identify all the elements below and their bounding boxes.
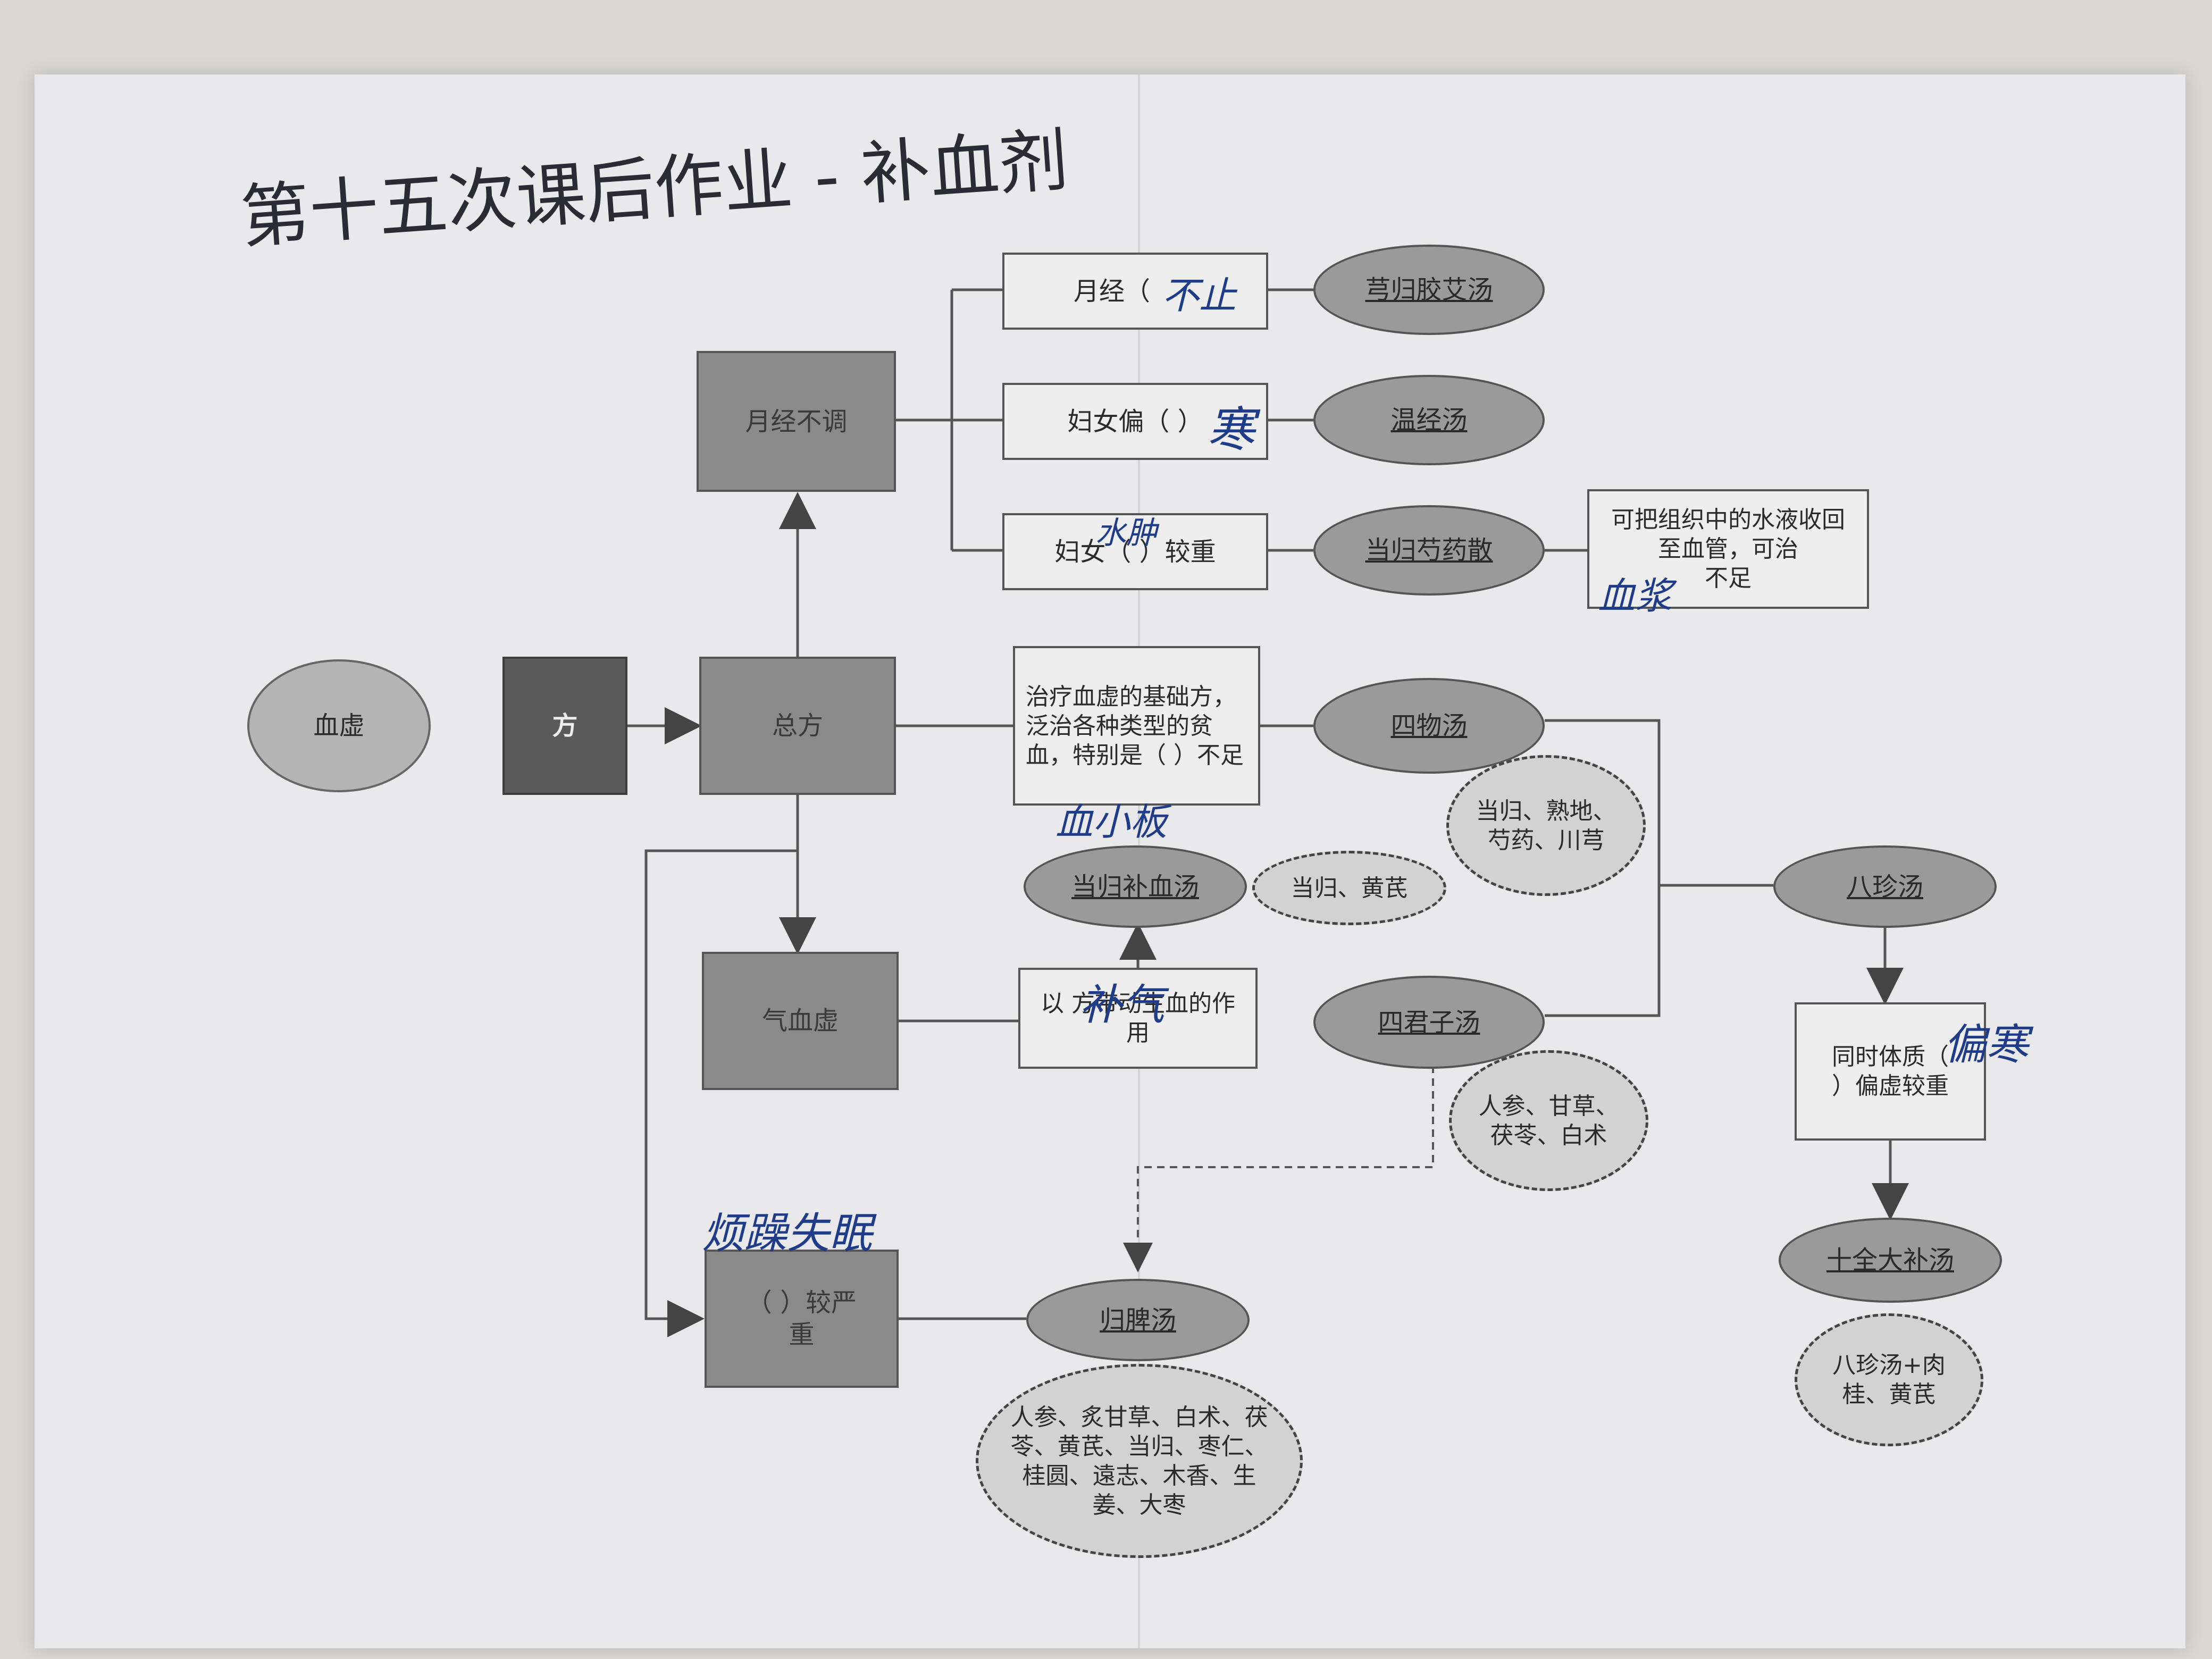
node-fang: 方 [502, 657, 627, 795]
hand-pianhan: 偏寒 [1943, 1020, 2029, 1069]
node-dangguishaoyao: 当归芍药散 [1313, 505, 1545, 596]
node-qixuexu-desc: 以 方带动生血的作用 [1018, 968, 1258, 1069]
hand-shuizhong: 水肿 [1095, 515, 1158, 551]
node-jiaochanzhong: （ ）较严 重 [705, 1250, 899, 1388]
hand-buqi: 补气 [1079, 980, 1164, 1029]
node-guipi-herbs: 人参、炙甘草、白术、茯苓、黄芪、当归、枣仁、桂圆、遠志、木香、生姜、大枣 [976, 1364, 1303, 1558]
node-funv-pian: 妇女偏（ ） [1002, 383, 1268, 460]
node-wenjing: 温经汤 [1313, 375, 1545, 465]
node-qixuexu: 气血虚 [702, 952, 899, 1090]
node-bazhen: 八珍汤 [1773, 845, 1997, 928]
node-sijunzi-herbs: 人参、甘草、茯苓、白术 [1449, 1050, 1648, 1191]
node-guipi: 归脾汤 [1026, 1279, 1250, 1361]
node-siwu-herbs: 当归、熟地、芍药、川芎 [1446, 755, 1646, 896]
hand-xueye: 血浆 [1598, 574, 1672, 618]
arrow-loop-jiaochan [644, 849, 798, 1337]
node-sijunzi: 四君子汤 [1313, 976, 1545, 1069]
hand-han: 寒 [1207, 402, 1255, 458]
node-xiongguijiaoai: 芎归胶艾汤 [1313, 245, 1545, 335]
node-shiquan-herbs: 八珍汤+肉桂、黄芪 [1795, 1313, 1983, 1446]
hand-buzhi: 不止 [1162, 274, 1236, 317]
node-siwu-desc: 治疗血虚的基础方，泛治各种类型的贫血，特别是（ ）不足 [1013, 646, 1260, 806]
node-siwu: 四物汤 [1313, 678, 1545, 774]
node-xuexu: 血虚 [247, 659, 431, 792]
node-dangguibuxue: 当归补血汤 [1024, 845, 1247, 928]
hand-fanzaoshimian: 烦躁失眠 [702, 1209, 872, 1258]
hand-xuexiaoban: 血小板 [1055, 800, 1167, 844]
node-dangguibuxue-herbs: 当归、黄芪 [1252, 851, 1446, 925]
node-funv-jiaozhong: 妇女（ ）较重 [1002, 513, 1268, 590]
node-yuejing: 月经（ [1002, 253, 1268, 330]
node-yuejing-butiao: 月经不调 [697, 351, 896, 492]
node-bazhen-desc: 同时体质（ ）偏虚较重 [1795, 1002, 1986, 1141]
node-zongfang: 总方 [699, 657, 896, 795]
node-shaoyao-note: 可把组织中的水液收回至血管，可治 不足 [1587, 489, 1869, 609]
node-shiquan: 十全大补汤 [1779, 1218, 2002, 1303]
